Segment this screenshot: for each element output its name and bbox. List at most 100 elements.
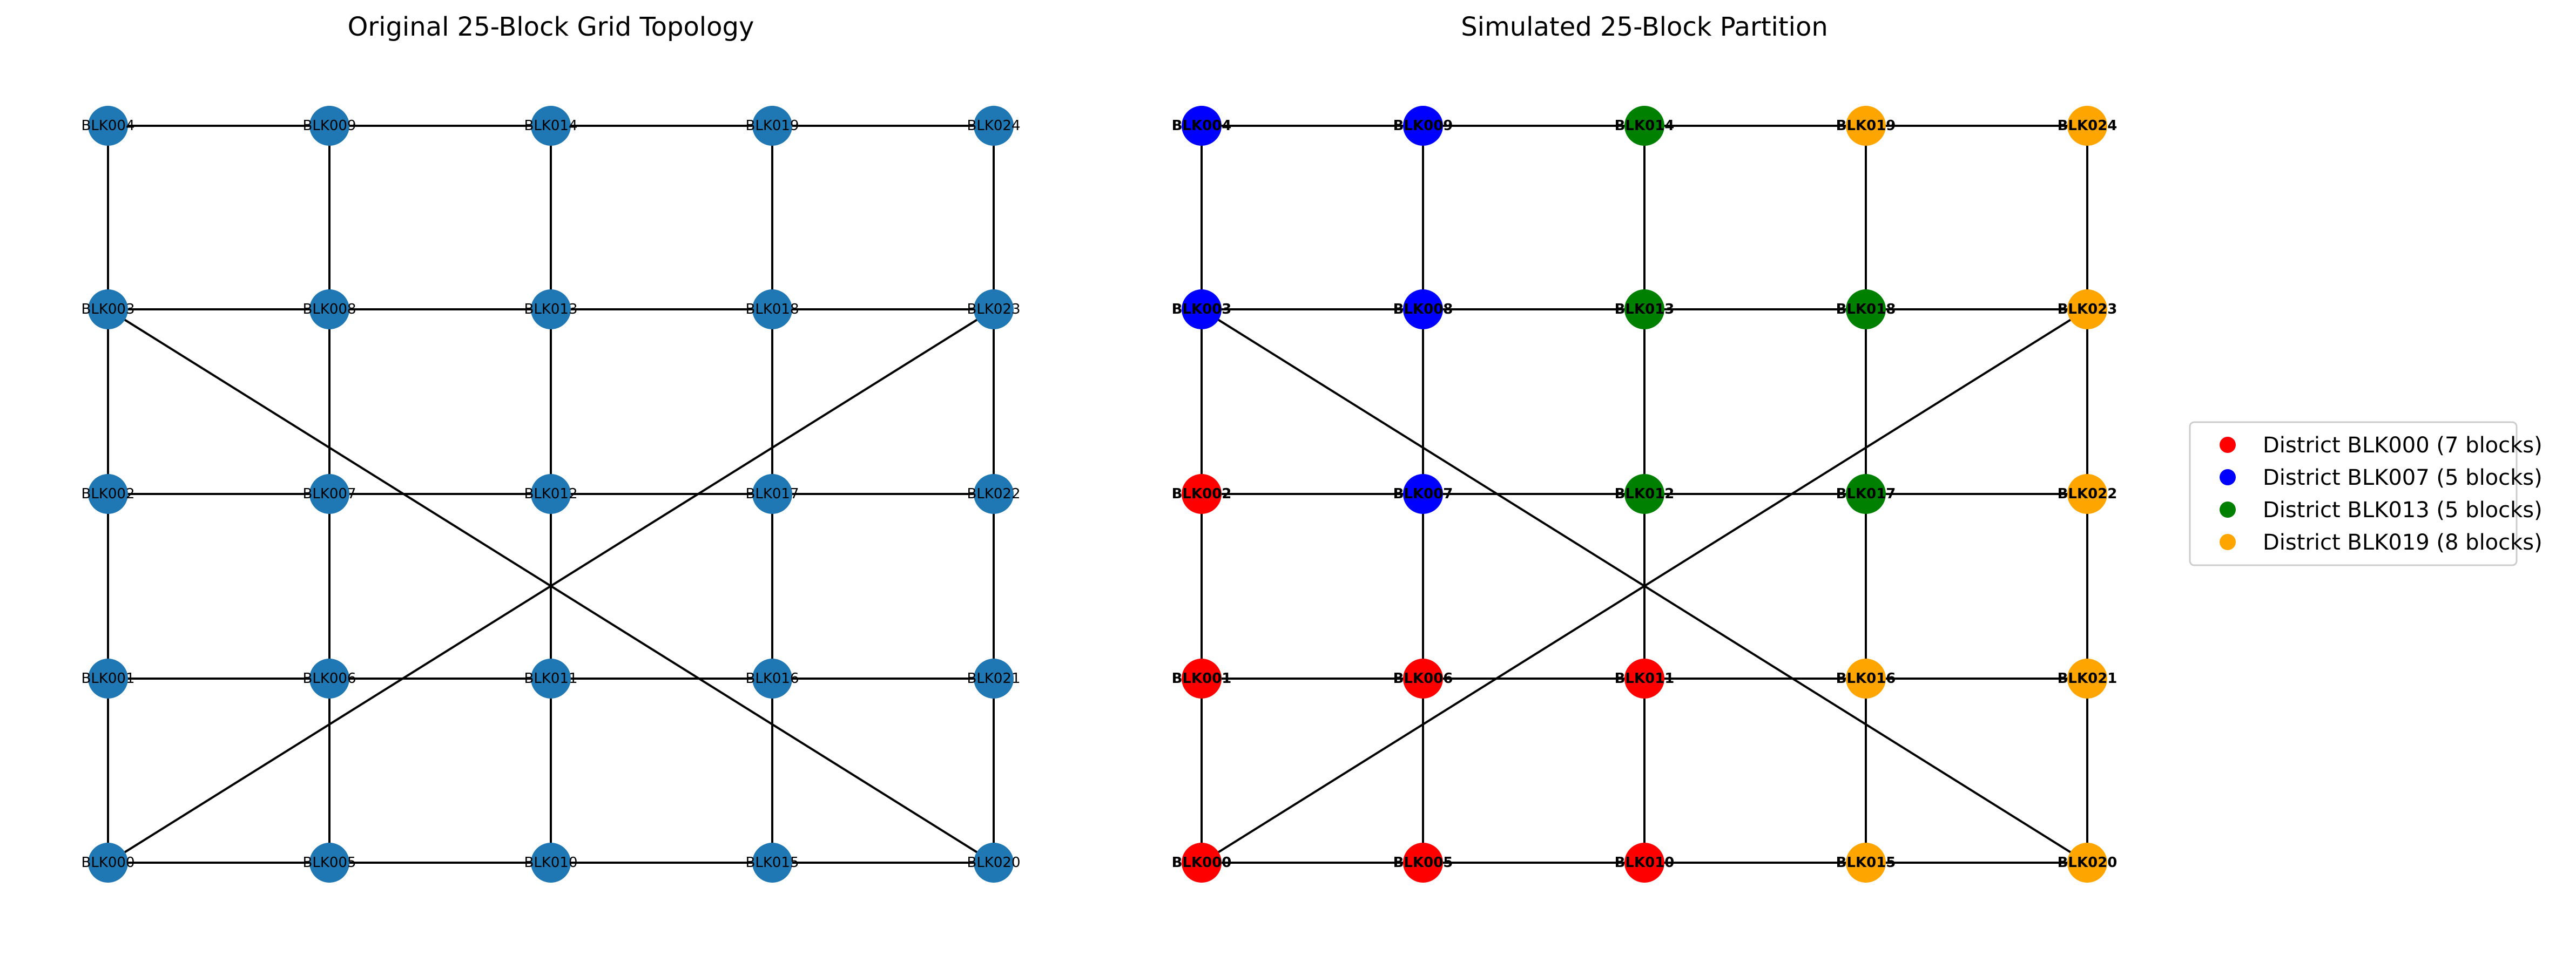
original-node-blk004: BLK004 xyxy=(82,106,135,146)
legend-items: District BLK000 (7 blocks) District BLK00… xyxy=(2220,433,2543,555)
original-node-label: BLK005 xyxy=(303,855,356,871)
original-node-label: BLK016 xyxy=(746,670,799,687)
original-node-marker xyxy=(752,106,792,146)
partition-node-marker xyxy=(1403,106,1443,146)
original-node-marker xyxy=(88,289,128,329)
original-node-marker xyxy=(88,106,128,146)
original-node-label: BLK010 xyxy=(524,855,578,871)
partition-node-blk023: BLK023 xyxy=(2058,289,2117,329)
partition-node-label: BLK005 xyxy=(1393,855,1453,871)
original-node-label: BLK008 xyxy=(303,301,356,317)
original-graph-nodes: BLK000BLK001BLK002BLK003BLK004BLK005BLK0… xyxy=(82,106,1021,883)
original-node-blk007: BLK007 xyxy=(303,474,356,514)
original-node-blk002: BLK002 xyxy=(82,474,135,514)
original-node-label: BLK002 xyxy=(82,486,135,502)
partition-node-blk002: BLK002 xyxy=(1172,474,1232,514)
original-node-marker xyxy=(531,106,571,146)
partition-node-blk014: BLK014 xyxy=(1615,106,1674,146)
original-node-label: BLK006 xyxy=(303,670,356,687)
original-node-blk023: BLK023 xyxy=(967,289,1021,329)
original-node-marker xyxy=(309,474,349,514)
partition-node-marker xyxy=(1846,659,1886,699)
original-node-blk021: BLK021 xyxy=(967,659,1021,699)
original-node-marker xyxy=(88,474,128,514)
original-node-label: BLK024 xyxy=(967,118,1021,134)
partition-node-marker xyxy=(1403,474,1443,514)
partition-node-label: BLK015 xyxy=(1836,855,1896,871)
partition-node-label: BLK000 xyxy=(1172,855,1232,871)
original-node-label: BLK014 xyxy=(524,118,578,134)
original-node-blk019: BLK019 xyxy=(746,106,799,146)
partition-node-label: BLK006 xyxy=(1393,670,1453,687)
legend-item-4: District BLK019 (8 blocks) xyxy=(2220,530,2543,555)
partition-node-marker xyxy=(1182,289,1222,329)
partition-node-blk019: BLK019 xyxy=(1836,106,1896,146)
partition-node-marker xyxy=(1624,106,1664,146)
original-node-blk022: BLK022 xyxy=(967,474,1021,514)
original-node-marker xyxy=(531,843,571,883)
partition-node-label: BLK009 xyxy=(1393,118,1453,134)
partition-node-blk020: BLK020 xyxy=(2058,843,2117,883)
partition-node-label: BLK004 xyxy=(1172,118,1232,134)
partition-node-label: BLK017 xyxy=(1836,486,1896,502)
original-node-label: BLK009 xyxy=(303,118,356,134)
partition-node-label: BLK007 xyxy=(1393,486,1453,502)
partition-node-marker xyxy=(1182,106,1222,146)
partition-node-blk006: BLK006 xyxy=(1393,659,1453,699)
original-node-marker xyxy=(309,289,349,329)
partition-node-blk003: BLK003 xyxy=(1172,289,1232,329)
original-node-marker xyxy=(752,289,792,329)
partition-node-marker xyxy=(1624,474,1664,514)
partition-node-blk001: BLK001 xyxy=(1172,659,1231,699)
partition-node-label: BLK008 xyxy=(1393,301,1453,317)
original-node-marker xyxy=(531,474,571,514)
partition-node-marker xyxy=(1182,659,1222,699)
partition-node-marker xyxy=(1846,474,1886,514)
partition-node-label: BLK011 xyxy=(1615,670,1675,687)
legend-marker xyxy=(2220,534,2236,550)
partition-node-blk013: BLK013 xyxy=(1615,289,1674,329)
partition-node-marker xyxy=(1182,474,1222,514)
original-node-blk001: BLK001 xyxy=(82,659,135,699)
partition-node-blk010: BLK010 xyxy=(1615,843,1674,883)
original-node-marker xyxy=(974,843,1014,883)
original-node-label: BLK013 xyxy=(524,301,578,317)
original-node-blk020: BLK020 xyxy=(967,843,1021,883)
partition-node-blk018: BLK018 xyxy=(1836,289,1896,329)
original-node-blk024: BLK024 xyxy=(967,106,1021,146)
partition-node-blk024: BLK024 xyxy=(2058,106,2117,146)
legend-marker xyxy=(2220,502,2236,518)
original-node-label: BLK020 xyxy=(967,855,1021,871)
original-node-marker xyxy=(752,474,792,514)
legend-frame xyxy=(2189,421,2518,566)
original-node-label: BLK007 xyxy=(303,486,356,502)
original-edge-blk000-blk023 xyxy=(107,308,995,864)
legend-label: District BLK007 (5 blocks) xyxy=(2263,465,2543,490)
partition-node-marker xyxy=(2067,659,2107,699)
partition-node-marker xyxy=(2067,289,2107,329)
partition-node-blk016: BLK016 xyxy=(1836,659,1896,699)
original-node-blk015: BLK015 xyxy=(746,843,799,883)
original-node-marker xyxy=(531,289,571,329)
right-panel-title: Simulated 25-Block Partition xyxy=(1461,12,1828,42)
original-node-blk011: BLK011 xyxy=(524,659,578,699)
partition-node-blk012: BLK012 xyxy=(1615,474,1674,514)
original-node-blk017: BLK017 xyxy=(746,474,799,514)
original-node-label: BLK012 xyxy=(524,486,578,502)
partition-node-marker xyxy=(1846,289,1886,329)
partition-node-label: BLK003 xyxy=(1172,301,1232,317)
original-node-marker xyxy=(88,659,128,699)
partition-node-marker xyxy=(1846,843,1886,883)
partition-node-marker xyxy=(1624,289,1664,329)
partition-node-label: BLK002 xyxy=(1172,486,1232,502)
original-node-marker xyxy=(752,659,792,699)
partition-node-blk005: BLK005 xyxy=(1393,843,1453,883)
partition-node-blk022: BLK022 xyxy=(2058,474,2117,514)
legend-item-1: District BLK000 (7 blocks) xyxy=(2220,433,2543,458)
original-node-label: BLK019 xyxy=(746,118,799,134)
partition-node-label: BLK021 xyxy=(2058,670,2118,687)
original-node-marker xyxy=(974,106,1014,146)
